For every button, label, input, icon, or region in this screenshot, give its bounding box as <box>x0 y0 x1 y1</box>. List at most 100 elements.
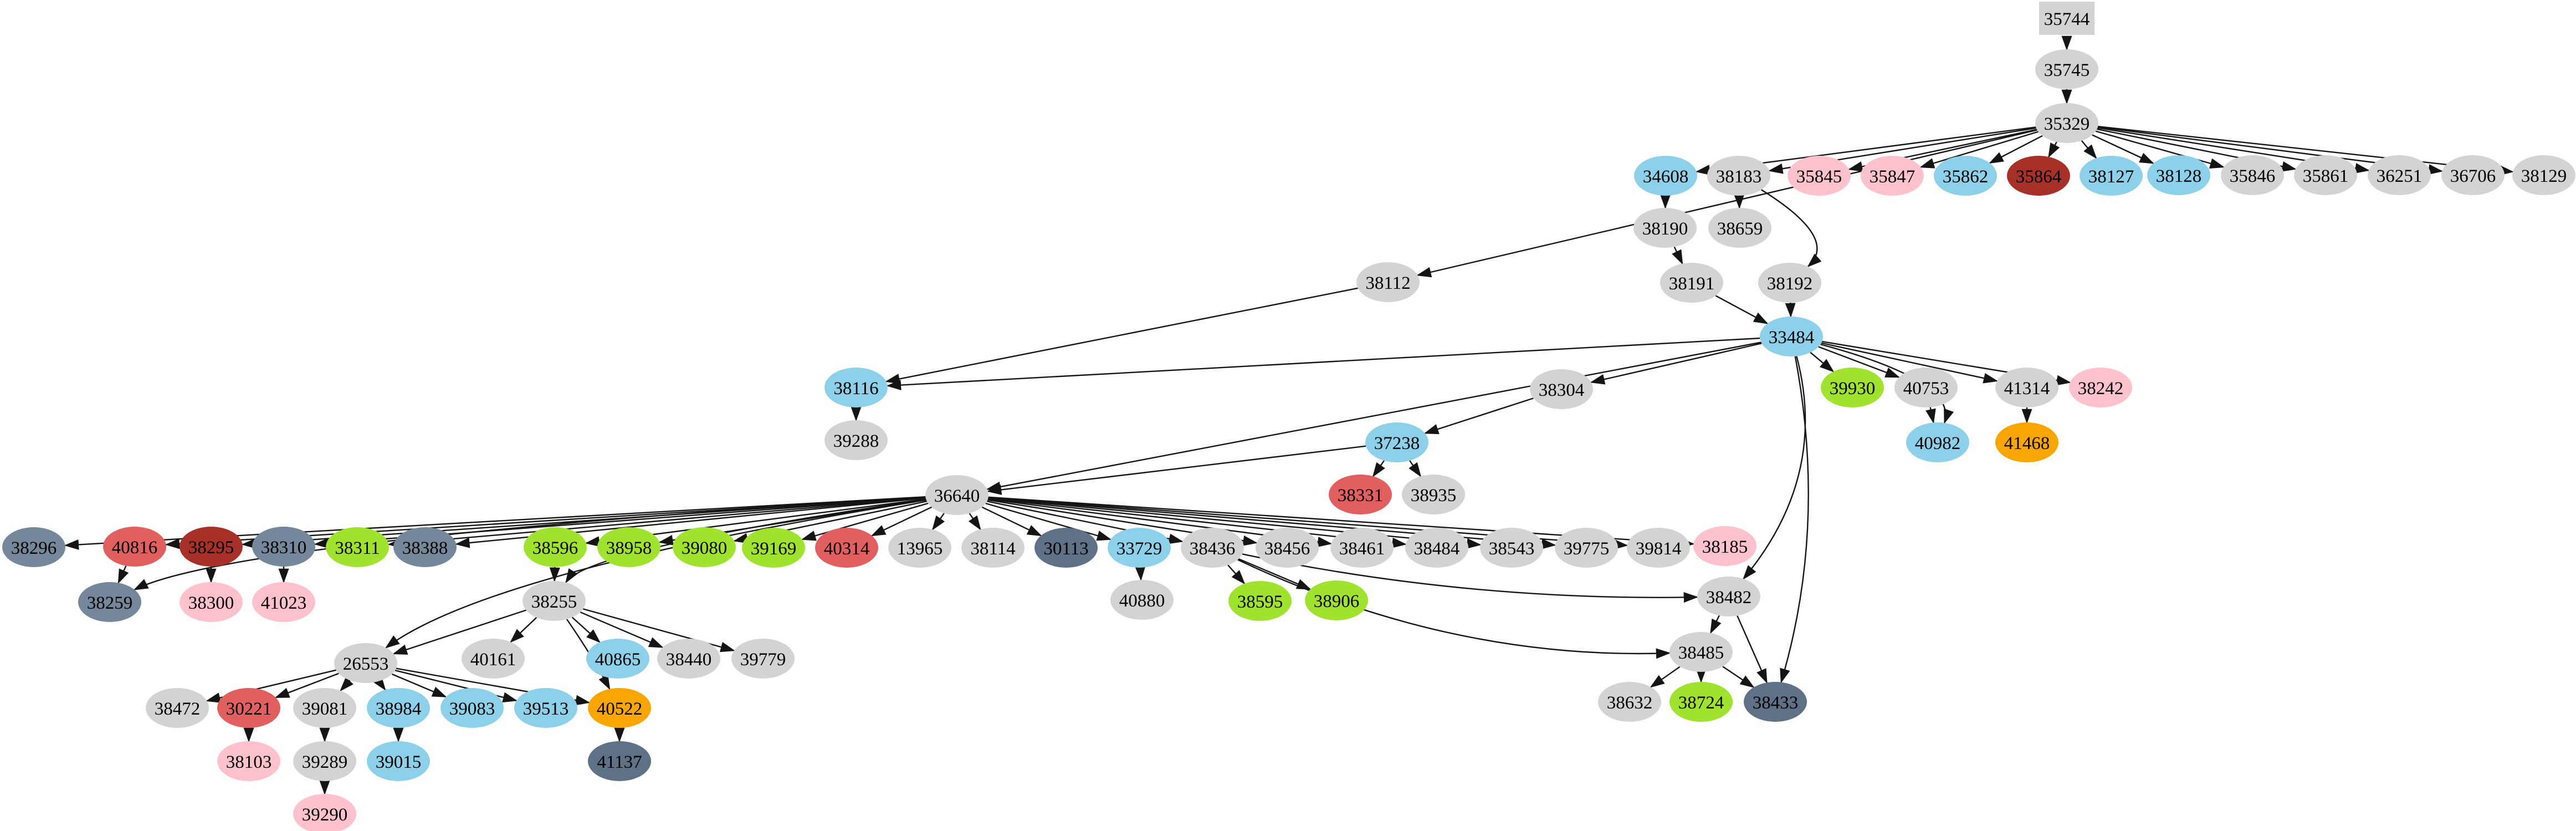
edge-38183-38192 <box>1760 189 1822 268</box>
node-ellipse-shape <box>1110 580 1174 620</box>
node-ellipse-shape <box>2069 368 2132 407</box>
node-ellipse-shape <box>1708 208 1771 248</box>
node-38300: 38300 <box>180 582 243 622</box>
node-label: 38311 <box>335 538 380 558</box>
node-ellipse-shape <box>103 527 166 567</box>
node-39290: 39290 <box>293 794 356 831</box>
node-39288: 39288 <box>824 420 888 460</box>
node-38724: 38724 <box>1669 682 1733 722</box>
node-label: 38461 <box>1339 539 1385 559</box>
node-label: 40522 <box>597 699 643 719</box>
node-label: 26553 <box>343 654 389 674</box>
node-38984: 38984 <box>367 688 430 728</box>
node-label: 41023 <box>261 593 307 613</box>
node-label: 38482 <box>1706 588 1752 608</box>
edge-33729-40880 <box>1135 566 1146 582</box>
node-ellipse-shape <box>961 528 1025 568</box>
edge-40816-38259 <box>117 565 129 584</box>
node-40522: 40522 <box>588 688 651 728</box>
edge-26553-30221 <box>274 672 339 699</box>
node-41314: 41314 <box>1995 368 2058 407</box>
node-label: 38310 <box>261 538 307 558</box>
node-ellipse-shape <box>1693 526 1756 566</box>
node-35745: 35745 <box>2035 49 2098 89</box>
node-36251: 36251 <box>2368 155 2431 195</box>
node-ellipse-shape <box>1821 368 1884 407</box>
node-38255: 38255 <box>523 581 586 621</box>
node-35846: 35846 <box>2221 155 2284 195</box>
node-label: 38259 <box>87 593 133 613</box>
edge-38482-38485 <box>1710 615 1722 634</box>
node-ellipse-shape <box>731 639 795 679</box>
node-38958: 38958 <box>597 527 660 567</box>
node-ellipse-shape <box>673 527 736 567</box>
node-38191: 38191 <box>1660 263 1723 303</box>
node-label: 41468 <box>2004 434 2050 453</box>
node-label: 40816 <box>112 538 158 558</box>
edge-35329-35864 <box>2048 141 2060 158</box>
node-label: 39779 <box>740 650 786 670</box>
node-38596: 38596 <box>524 527 587 567</box>
edge-38485-38632 <box>1650 666 1681 688</box>
node-38311: 38311 <box>326 527 389 567</box>
node-label: 39290 <box>302 805 348 825</box>
node-label: 36640 <box>934 486 980 506</box>
node-label: 38484 <box>1414 539 1460 559</box>
node-ellipse-shape <box>78 582 141 622</box>
node-label: 39081 <box>302 699 348 719</box>
edge-37238-36640 <box>986 445 1366 495</box>
node-label: 38485 <box>1678 643 1724 663</box>
node-ellipse-shape <box>293 688 356 728</box>
node-ellipse-shape <box>2035 103 2098 143</box>
node-ellipse-shape <box>523 581 586 621</box>
node-ellipse-shape <box>1228 581 1292 621</box>
node-box-shape <box>2039 2 2094 35</box>
node-label: 38724 <box>1678 693 1724 713</box>
node-label: 38984 <box>376 699 422 719</box>
node-ellipse-shape <box>1555 528 1618 568</box>
node-ellipse-shape <box>815 528 878 568</box>
node-38436: 38436 <box>1181 528 1244 568</box>
node-label: 38436 <box>1190 539 1236 559</box>
edge-38112-38116 <box>885 287 1358 384</box>
edge-layer <box>64 35 2514 796</box>
node-39289: 39289 <box>293 741 356 781</box>
node-34608: 34608 <box>1634 156 1697 196</box>
node-38114: 38114 <box>961 528 1025 568</box>
node-ellipse-shape <box>180 582 243 622</box>
node-38388: 38388 <box>393 527 457 567</box>
node-40161: 40161 <box>462 639 525 679</box>
edge-38482-38433 <box>1737 615 1768 684</box>
node-ellipse-shape <box>1329 475 1392 514</box>
node-35845: 35845 <box>1788 156 1851 196</box>
node-38456: 38456 <box>1256 528 1319 568</box>
node-label: 39289 <box>302 752 348 772</box>
node-39015: 39015 <box>367 741 430 781</box>
edge-38436-38482 <box>1242 553 1699 603</box>
node-38103: 38103 <box>217 741 280 781</box>
node-label: 35862 <box>1943 167 1989 187</box>
node-ellipse-shape <box>393 527 457 567</box>
node-39930: 39930 <box>1821 368 1884 407</box>
edge-33484-38304 <box>1590 343 1762 385</box>
node-label: 33729 <box>1117 539 1162 559</box>
node-label: 38472 <box>155 699 201 719</box>
node-label: 39930 <box>1830 379 1876 399</box>
node-13965: 13965 <box>888 528 951 568</box>
node-label: 38906 <box>1314 592 1360 611</box>
node-38128: 38128 <box>2147 155 2210 195</box>
node-label: 40314 <box>824 539 870 559</box>
node-39775: 39775 <box>1555 528 1618 568</box>
edge-36640-38543 <box>988 497 1482 549</box>
node-ellipse-shape <box>252 582 315 622</box>
node-label: 13965 <box>897 539 943 559</box>
node-38192: 38192 <box>1758 263 1821 303</box>
edge-26553-38984 <box>373 676 386 691</box>
node-label: 40753 <box>1903 379 1949 399</box>
edge-38436-38906 <box>1238 558 1312 590</box>
edge-38255-40161 <box>510 617 537 643</box>
node-label: 39015 <box>376 752 422 772</box>
node-39779: 39779 <box>731 639 795 679</box>
node-38190: 38190 <box>1633 208 1697 248</box>
node-35744: 35744 <box>2039 2 2094 35</box>
